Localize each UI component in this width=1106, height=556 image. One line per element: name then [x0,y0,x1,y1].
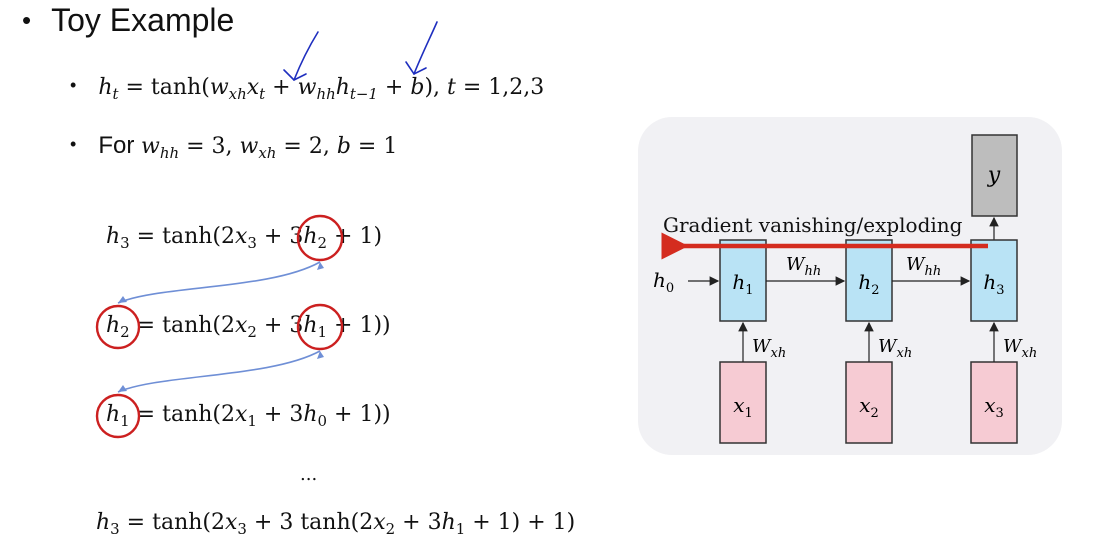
arrowhead-icon [118,296,127,303]
ellipsis: ... [300,464,318,485]
hidden-node-h1-label: h1 [732,270,753,298]
arrowhead-icon [317,262,324,270]
input-node-x3-label: x3 [984,393,1004,421]
highlight-circle-h1-in-h2 [296,303,344,351]
pen-arrow-stroke [413,21,438,75]
hidden-node-h3-label: h3 [983,270,1004,298]
gradient-banner-label: Gradient vanishing/exploding [663,213,963,237]
equation-h1: h1 = tanh(2x1 + 3h0 + 1)) [106,402,391,431]
arrowhead-icon [317,351,324,359]
weight-label-wxh: Wxh [752,336,786,361]
pen-arrow-head [405,61,427,76]
bullet-icon: • [22,5,32,35]
bullet-icon: • [70,75,77,95]
highlight-circle-h2-in-h3 [296,214,344,262]
arrowhead-icon [118,385,127,392]
bullet-parameter-values: •For whh = 3, wxh = 2, b = 1 [70,132,398,163]
hidden-node-h3 [970,239,1018,322]
hidden-node-h2-label: h2 [858,270,879,298]
output-node-label: y [987,163,1001,188]
equation-unrolled-h3: h3 = tanh(2x3 + 3 tanh(2x2 + 3h1 + 1) + … [96,510,576,539]
initial-state-h0-label: h0 [653,268,674,296]
bullet-icon: • [70,134,77,154]
bullet-recurrence-formula: •ht = tanh(wxhxt + whhht−1 + b), t = 1,2… [70,75,545,104]
highlight-circle-h2-lhs [95,304,141,350]
link-arrow-h1 [117,350,321,393]
highlight-circle-h1-lhs [95,393,141,439]
input-node-x2-label: x2 [859,393,879,421]
pen-arrow-head [283,69,307,81]
output-node-y [971,134,1018,217]
pen-arrow-stroke [293,31,319,81]
slide-title: •Toy Example [22,2,235,38]
input-node-x3 [970,361,1018,444]
weight-label-wxh: Wxh [1003,336,1037,361]
equation-h2: h2 = tanh(2x2 + 3h1 + 1)) [106,313,391,342]
weight-label-wxh: Wxh [878,336,912,361]
weight-label-whh: Whh [906,254,941,279]
input-node-x2 [845,361,893,444]
hidden-node-h1 [719,239,767,322]
input-node-x1-label: x1 [733,393,753,421]
link-arrow-h2 [117,261,321,304]
weight-label-whh: Whh [786,254,821,279]
